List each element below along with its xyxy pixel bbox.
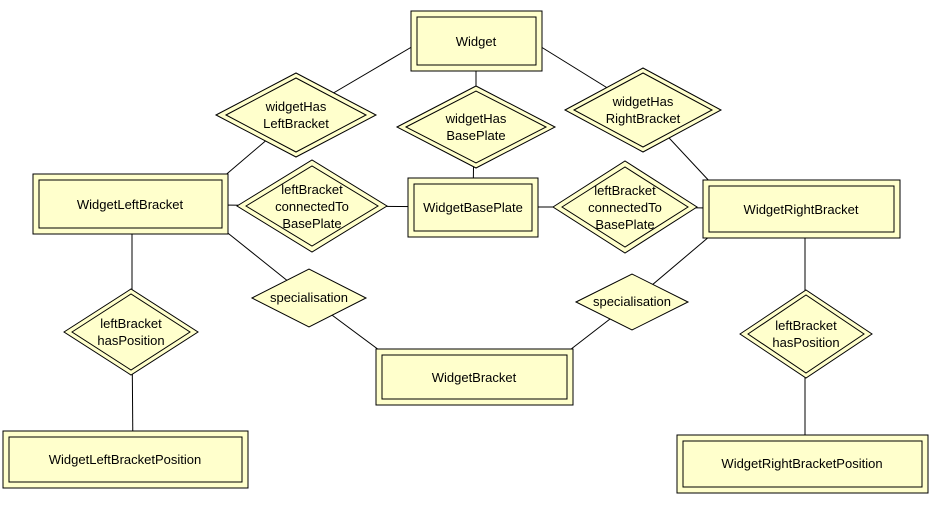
diamond-inner [561,166,689,248]
entity-label: WidgetRightBracketPosition [721,456,882,471]
entity-widget-left-bracket-position: WidgetLeftBracketPosition [2,430,249,489]
diamond-outer [552,160,698,254]
relationship-label: leftBracket [594,183,656,198]
entity-box-inner [708,185,895,233]
relationship-label: BasePlate [446,128,505,143]
relationship-label: leftBracket [281,182,343,197]
relationship-widget-has-left-bracket: widgetHas LeftBracket [214,72,378,158]
entity-box-inner [416,16,537,66]
diamond-inner [71,293,191,371]
entity-label: WidgetRightBracket [744,202,859,217]
relationship-label: specialisation [270,290,348,305]
relationship-label: connectedTo [275,199,349,214]
entity-box-inner [8,436,243,483]
relationship-left-bracket-connected-to-base-plate-right: leftBracket connectedTo BasePlate [552,160,698,254]
relationship-left-bracket-connected-to-base-plate-left: leftBracket connectedTo BasePlate [236,159,388,253]
relationship-label: hasPosition [97,333,164,348]
relationship-label: leftBracket [775,318,837,333]
entity-box-outer [407,177,539,238]
relationship-specialisation-right: specialisation [574,273,690,331]
relationship-specialisation-left: specialisation [250,268,368,328]
diamond-inner [404,90,548,164]
entity-widget: Widget [410,10,543,72]
relationship-label: widgetHas [445,111,507,126]
relationship-label: hasPosition [772,335,839,350]
relationship-label: widgetHas [265,99,327,114]
entity-box-inner [682,440,923,488]
diamond-outer [63,288,199,376]
relationship-label: connectedTo [588,200,662,215]
entity-widget-left-bracket: WidgetLeftBracket [32,173,229,235]
diamond-outer [214,72,378,158]
entity-box-outer [702,179,901,239]
entity-widget-bracket: WidgetBracket [375,348,574,406]
relationship-label: RightBracket [606,111,681,126]
entity-box-outer [410,10,543,72]
entity-box-inner [38,179,223,229]
relationship-widget-has-right-bracket: widgetHas RightBracket [563,67,723,153]
diamond-inner [572,72,714,148]
diamond-outer [236,159,388,253]
relationship-label: BasePlate [595,217,654,232]
relationship-label: widgetHas [612,94,674,109]
entity-box-outer [32,173,229,235]
relationship-widget-has-base-plate: widgetHas BasePlate [395,85,557,169]
entity-label: WidgetLeftBracketPosition [49,452,201,467]
relationship-label: leftBracket [100,316,162,331]
entity-box-outer [2,430,249,489]
diamond-outer [563,67,723,153]
entity-box-outer [676,434,929,494]
relationship-left-bracket-has-position-left: leftBracket hasPosition [63,288,199,376]
entity-widget-right-bracket: WidgetRightBracket [702,179,901,239]
relationship-label: BasePlate [282,216,341,231]
diamond-inner [747,294,865,374]
entity-box-inner [381,354,568,400]
relationship-left-bracket-has-position-right: leftBracket hasPosition [739,289,873,379]
entity-label: WidgetLeftBracket [77,197,184,212]
entity-widget-base-plate: WidgetBasePlate [407,177,539,238]
diamond-outer [250,268,368,328]
entity-box-inner [413,183,533,232]
entity-label: Widget [456,34,497,49]
diamond-outer [395,85,557,169]
relationship-label: specialisation [593,294,671,309]
entity-label: WidgetBracket [432,370,517,385]
diamond-outer [574,273,690,331]
diamond-inner [224,77,368,153]
diamond-inner [245,165,379,247]
diamond-outer [739,289,873,379]
relationship-label: LeftBracket [263,116,329,131]
entity-box-outer [375,348,574,406]
entity-widget-right-bracket-position: WidgetRightBracketPosition [676,434,929,494]
entity-label: WidgetBasePlate [423,200,523,215]
